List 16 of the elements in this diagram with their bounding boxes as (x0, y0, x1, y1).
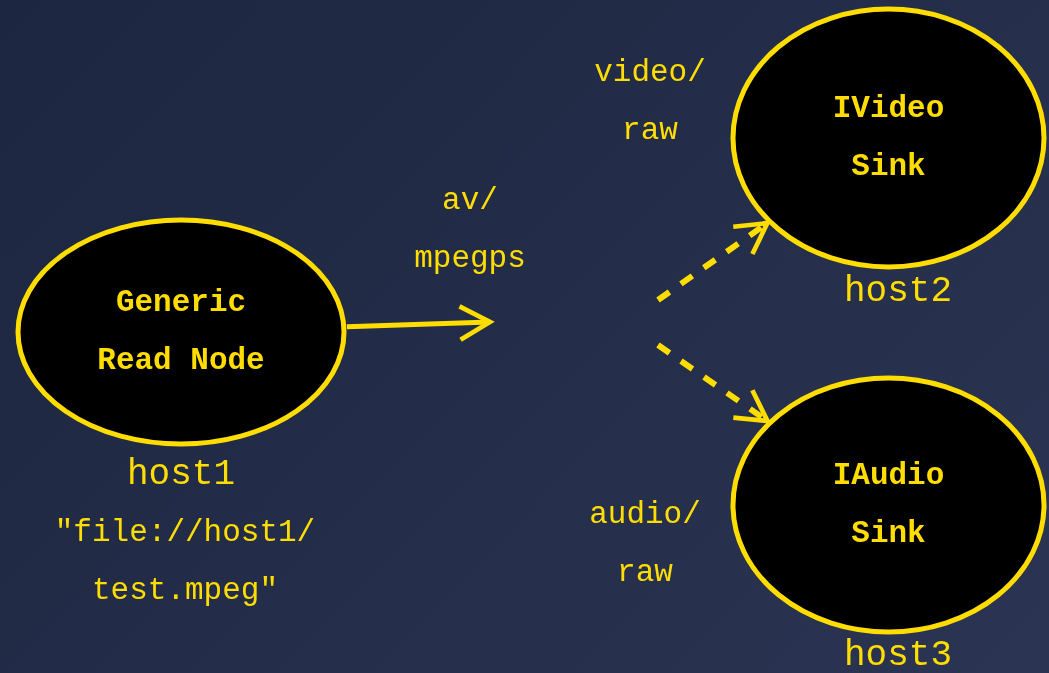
ellipse-node (730, 375, 1047, 635)
node-label: IVideo Sink (831, 90, 946, 186)
arrow (656, 220, 770, 303)
node-label: Generic Read Node (96, 284, 266, 380)
arrow (656, 342, 770, 424)
ellipse-node (15, 217, 347, 447)
node-label: IAudio Sink (831, 457, 946, 553)
edge-label: av/ mpegps (413, 182, 527, 278)
host-label: host2 (843, 270, 953, 314)
host-label: host3 (843, 634, 953, 673)
host-label: host1 (126, 453, 236, 497)
format-label: video/ raw (593, 54, 707, 150)
host-label: "file://host1/ test.mpeg" (53, 514, 317, 610)
ellipse-node (730, 6, 1047, 270)
format-label: audio/ raw (588, 496, 702, 592)
arrow (346, 304, 493, 342)
